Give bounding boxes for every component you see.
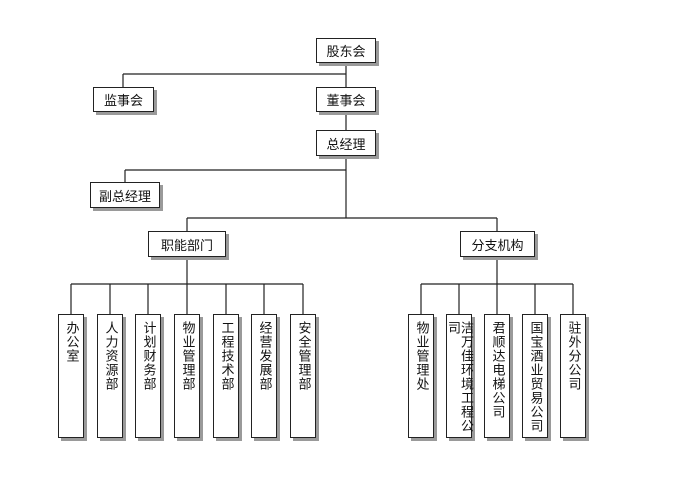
department-label: 物业管理部 <box>179 321 195 391</box>
department-label: 办公室 <box>63 321 79 363</box>
general-manager-label: 总经理 <box>326 137 366 153</box>
supervisors-box: 监事会 <box>93 87 154 112</box>
branch-unit-box: 国宝酒业贸易公司 <box>522 314 548 438</box>
branch-unit-label: 君顺达电梯公司 <box>489 321 505 419</box>
department-label: 人力资源部 <box>102 321 118 391</box>
general-manager-box: 总经理 <box>316 130 376 156</box>
branch-unit-label: 物业管理处 <box>413 321 429 391</box>
deputy-general-manager-label: 副总经理 <box>98 189 151 205</box>
branch-unit-box: 驻外分公司 <box>560 314 586 438</box>
functional-departments-label: 职能部门 <box>160 238 213 254</box>
department-box: 安全管理部 <box>290 314 316 438</box>
branch-organizations-label: 分支机构 <box>471 238 524 254</box>
branch-unit-label: 国宝酒业贸易公司 <box>527 321 543 433</box>
department-box: 经营发展部 <box>251 314 277 438</box>
supervisors-label: 监事会 <box>103 94 143 109</box>
department-box: 人力资源部 <box>97 314 123 438</box>
department-box: 物业管理部 <box>174 314 200 438</box>
shareholders-label: 股东会 <box>326 45 366 60</box>
branch-unit-box: 物业管理处 <box>408 314 434 438</box>
branch-unit-box: 君顺达电梯公司 <box>484 314 510 438</box>
department-label: 工程技术部 <box>218 321 234 391</box>
board-box: 董事会 <box>316 87 376 112</box>
branch-unit-label: 驻外分公司 <box>565 321 581 391</box>
branch-unit-label: 洁万佳环境工程公司 <box>445 321 473 433</box>
department-box: 计划财务部 <box>135 314 161 438</box>
branch-unit-box: 洁万佳环境工程公司 <box>445 314 473 438</box>
deputy-general-manager-box: 副总经理 <box>90 182 160 208</box>
department-label: 安全管理部 <box>295 321 311 391</box>
shareholders-box: 股东会 <box>316 38 376 63</box>
department-box: 办公室 <box>58 314 84 438</box>
department-label: 计划财务部 <box>140 321 156 391</box>
branch-organizations-box: 分支机构 <box>460 231 535 257</box>
board-label: 董事会 <box>326 94 366 109</box>
department-label: 经营发展部 <box>256 321 272 391</box>
department-box: 工程技术部 <box>213 314 239 438</box>
functional-departments-box: 职能部门 <box>148 231 226 257</box>
